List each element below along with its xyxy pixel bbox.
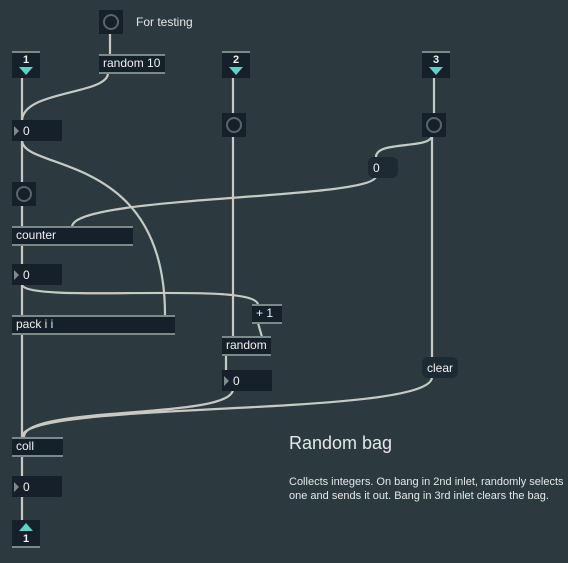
number-box-3[interactable]: 0 bbox=[222, 370, 272, 391]
inlet-3-bang-button[interactable] bbox=[422, 113, 446, 137]
test-bang-button[interactable] bbox=[99, 10, 123, 34]
down-arrow-icon bbox=[429, 67, 443, 75]
outlet-1[interactable]: 1 bbox=[12, 520, 40, 548]
inlet-2-number: 2 bbox=[232, 54, 240, 66]
cord-number-to-pack-right bbox=[20, 138, 167, 317]
down-arrow-icon bbox=[19, 523, 33, 531]
plus-one-object[interactable]: + 1 bbox=[252, 304, 282, 324]
inlet-3-number: 3 bbox=[432, 54, 440, 66]
cord-bang-to-msg-zero bbox=[374, 133, 434, 159]
number-triangle-icon bbox=[14, 125, 19, 136]
patch-title: Random bag bbox=[289, 433, 393, 453]
number-triangle-icon bbox=[224, 375, 229, 386]
random-10-object[interactable]: random 10 bbox=[99, 54, 165, 74]
inlet-2[interactable]: 2 bbox=[222, 51, 250, 78]
coll-object[interactable]: coll bbox=[12, 437, 63, 457]
cord-msg-zero-to-counter bbox=[70, 174, 378, 229]
clear-message-box[interactable]: clear bbox=[422, 357, 458, 378]
inlet-2-bang-button[interactable] bbox=[222, 113, 246, 137]
counter-bang-button[interactable] bbox=[12, 182, 36, 206]
number-triangle-icon bbox=[14, 269, 19, 280]
pack-object[interactable]: pack i i bbox=[12, 315, 175, 335]
for-testing-comment: For testing bbox=[136, 15, 193, 29]
down-arrow-icon bbox=[19, 67, 33, 75]
counter-object[interactable]: counter bbox=[12, 226, 133, 246]
cord-number-to-plus-one bbox=[20, 282, 260, 307]
patch-description: Collects integers. On bang in 2nd inlet,… bbox=[289, 476, 564, 502]
inlet-3[interactable]: 3 bbox=[422, 51, 450, 78]
cord-number-to-coll bbox=[22, 387, 235, 439]
number-box-4[interactable]: 0 bbox=[12, 476, 62, 497]
zero-message-box[interactable]: 0 bbox=[368, 157, 398, 178]
inlet-1[interactable]: 1 bbox=[12, 51, 40, 78]
outlet-1-number: 1 bbox=[22, 533, 30, 545]
inlet-1-number: 1 bbox=[22, 54, 30, 66]
down-arrow-icon bbox=[229, 67, 243, 75]
number-box-1[interactable]: 0 bbox=[12, 120, 62, 141]
cord-plus-one-to-random bbox=[256, 321, 264, 339]
random-object[interactable]: random bbox=[222, 336, 271, 356]
number-box-2[interactable]: 0 bbox=[12, 264, 62, 285]
cord-clear-to-coll bbox=[20, 375, 434, 439]
cord-random10-to-number bbox=[20, 71, 110, 123]
number-triangle-icon bbox=[14, 481, 19, 492]
